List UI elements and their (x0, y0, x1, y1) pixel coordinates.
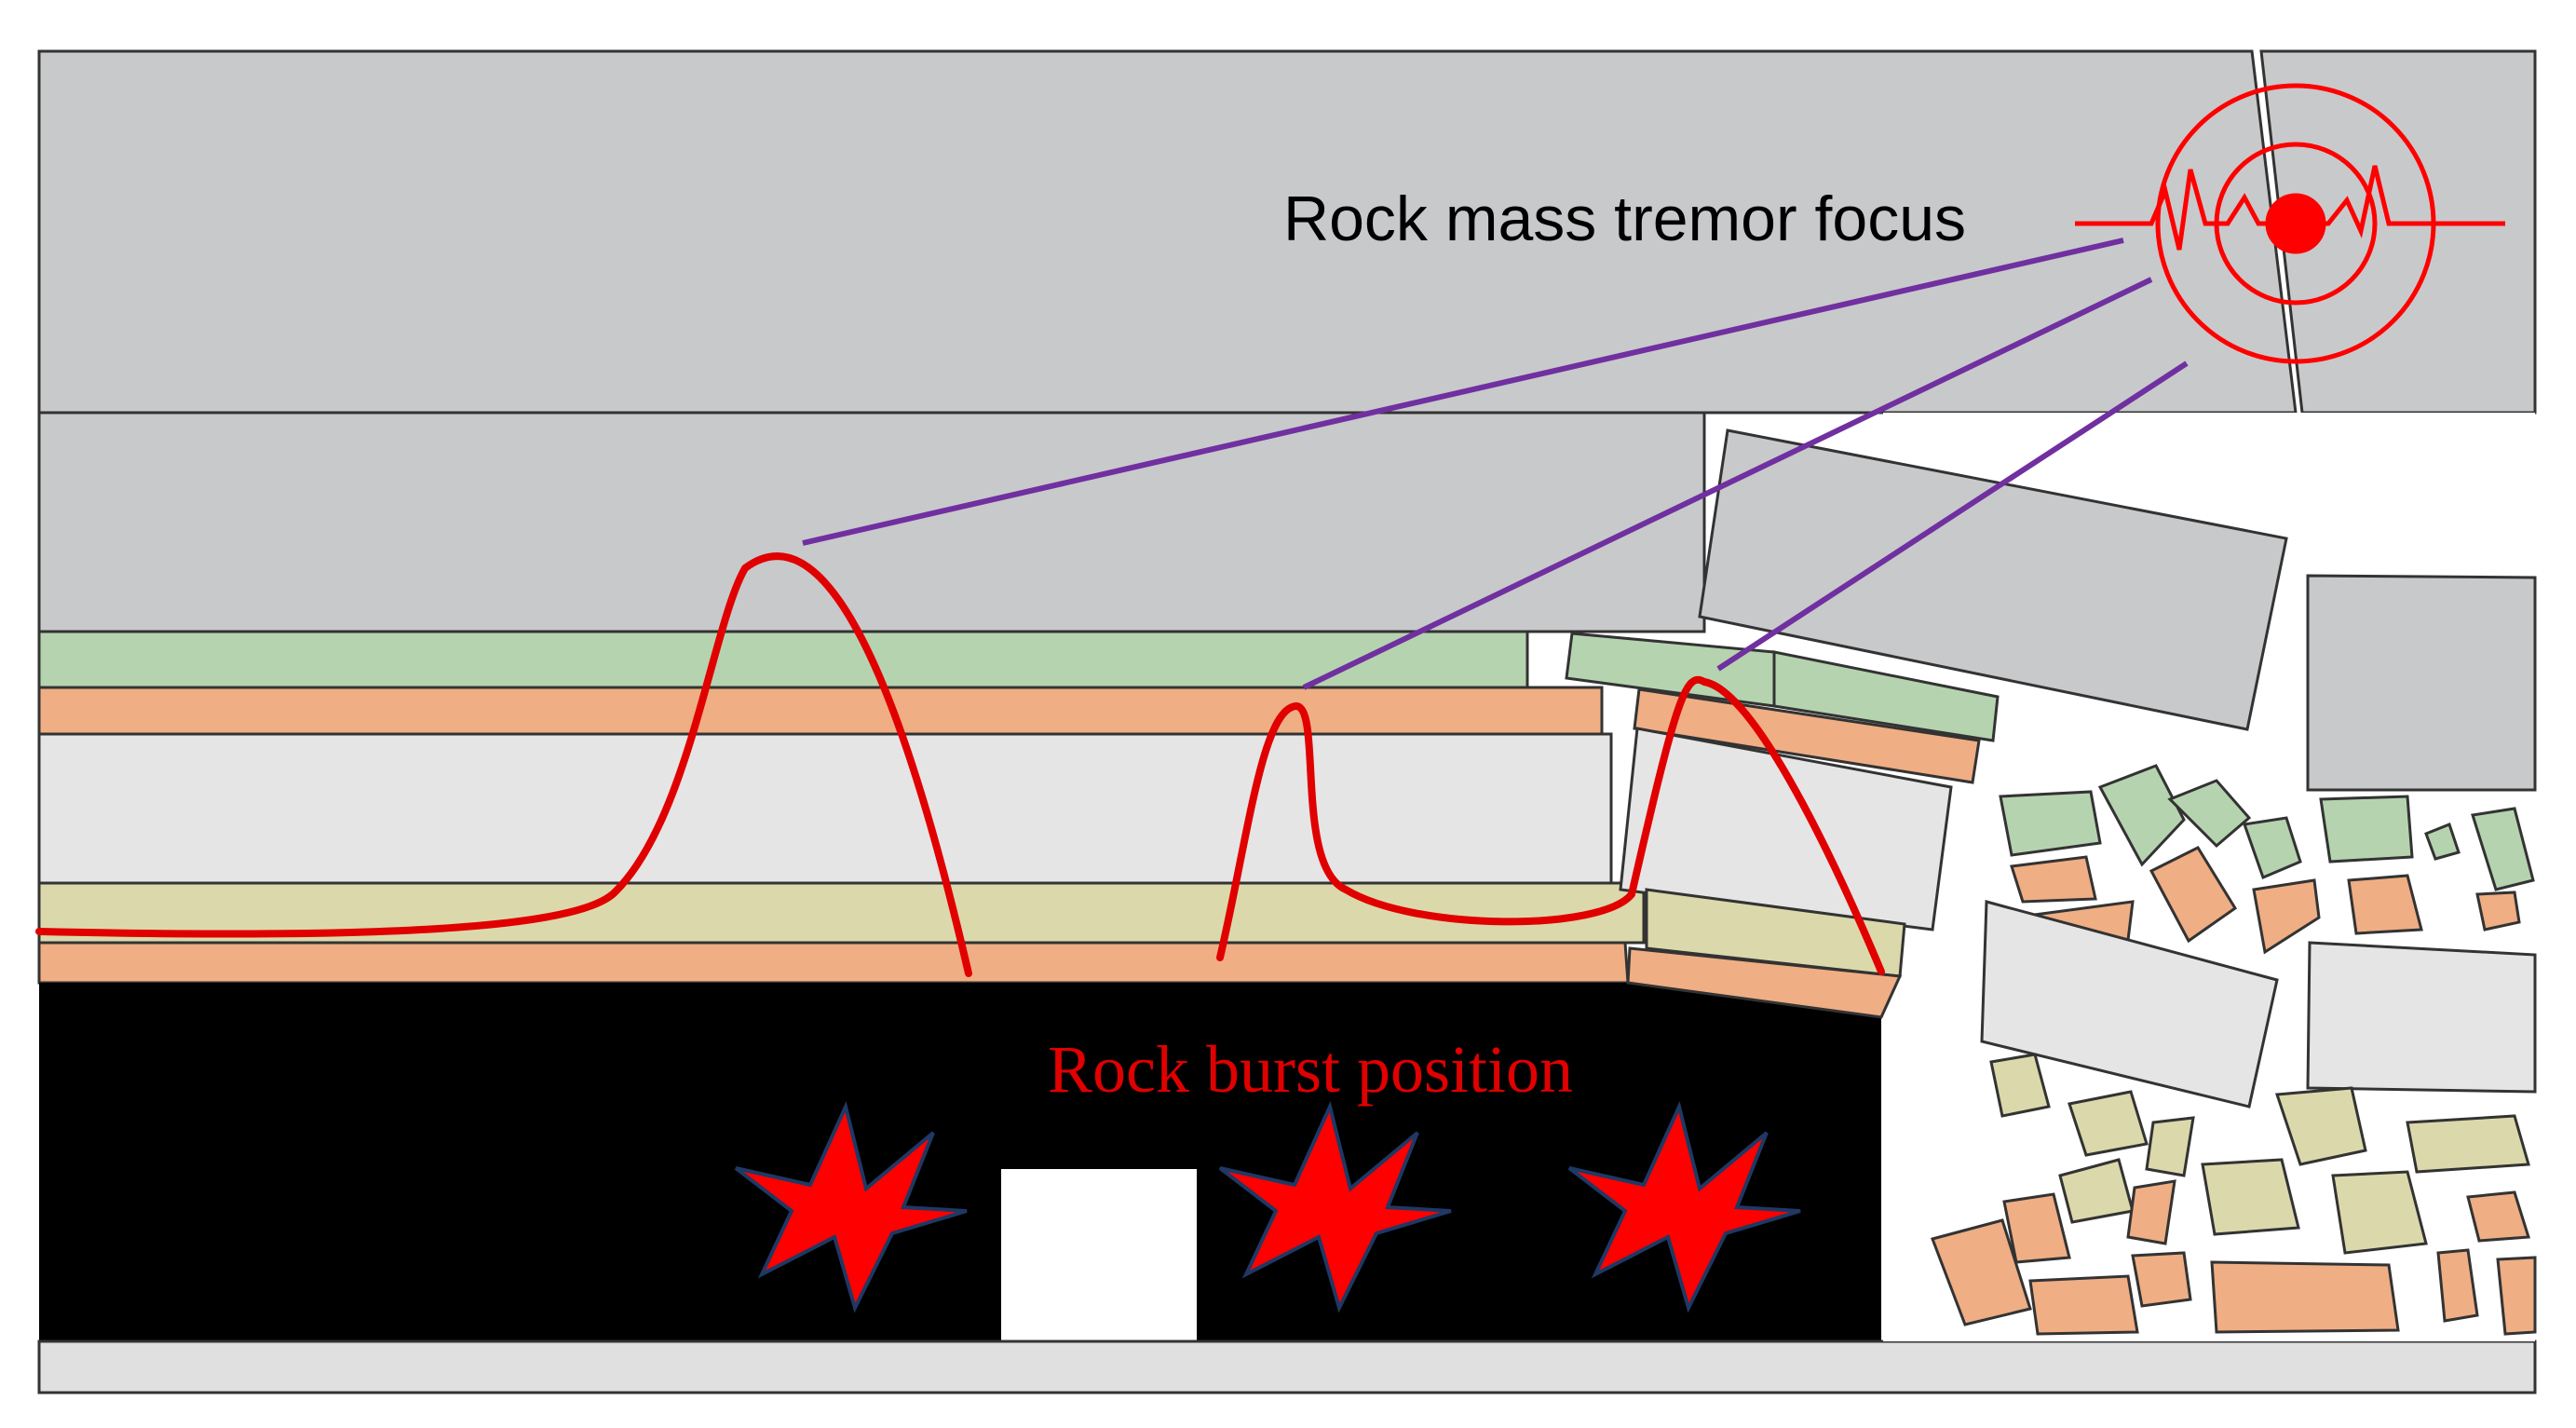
rubble-piece (2002, 1192, 2071, 1264)
rock-burst-label: Rock burst position (1048, 1032, 1573, 1107)
rubble-piece (2201, 1158, 2300, 1236)
explosion-icon (1218, 1100, 1452, 1313)
arrow-to-first-peak (802, 238, 2124, 546)
rubble-piece (2097, 764, 2186, 867)
explosion-shape (734, 1100, 968, 1313)
rubble-piece (2424, 823, 2461, 861)
rubble-piece (2145, 1116, 2195, 1177)
seismic-focus-icon (2075, 83, 2505, 364)
rotating-roof-block (1698, 428, 2288, 731)
floor-stratum (37, 1340, 2537, 1394)
rubble-piece (2131, 1251, 2192, 1308)
broken-orange (1633, 687, 1981, 784)
goaf-rubble (1931, 764, 2537, 1336)
rubble-piece (2406, 1114, 2530, 1174)
orange-lower-layer (37, 941, 1630, 985)
rubble-piece (2471, 807, 2535, 891)
explosion-shape (1218, 1100, 1452, 1313)
explosion-icon (734, 1100, 968, 1313)
rubble-piece (2274, 1086, 2367, 1166)
rubble-piece (1999, 790, 2102, 857)
main-roof (37, 411, 1706, 633)
arrow-to-second-peak (1302, 277, 2153, 690)
rubble-piece (2126, 1179, 2176, 1245)
explosion-icon (1567, 1100, 1801, 1313)
rubble-piece (2306, 941, 2537, 1094)
rubble-piece (2496, 1256, 2537, 1336)
broken-green-2 (1772, 650, 2000, 742)
abutment-stress-curve (1216, 675, 1885, 975)
abutment-stress-curve (35, 552, 972, 977)
rubble-piece (2331, 1170, 2428, 1255)
rubble-piece (2068, 1090, 2149, 1157)
rubble-piece (2466, 1190, 2530, 1243)
rubble-piece (1980, 900, 2279, 1108)
roadway (1001, 1169, 1197, 1341)
rubble-piece (2475, 891, 2521, 932)
rock-burst-markers (734, 1100, 1801, 1313)
arrow-to-third-peak (1716, 360, 2189, 672)
rubble-piece (2167, 779, 2252, 849)
rubble-piece (2242, 816, 2302, 880)
rubble-piece (1931, 1218, 2032, 1326)
rubble-piece (2149, 846, 2238, 944)
green-layer (37, 630, 1529, 689)
rubble-piece (1989, 1053, 2051, 1118)
explosion-shape (1567, 1100, 1801, 1313)
goaf-block-right (2306, 574, 2537, 792)
seismic-wave-arrows (802, 238, 2189, 690)
orange-layer (37, 686, 1604, 736)
seismic-waveform (2075, 165, 2505, 251)
rubble-piece (2319, 795, 2414, 864)
rubble-piece (2347, 874, 2423, 935)
broken-orange-lower (1626, 946, 1903, 1019)
rubble-piece (2210, 1260, 2400, 1334)
broken-light-block (1619, 727, 1953, 932)
rubble-piece (2010, 855, 2097, 904)
light-rock-layer (37, 732, 1613, 885)
coal-seam (39, 983, 1881, 1341)
rubble-piece (2028, 1274, 2139, 1336)
rubble-piece (2436, 1248, 2479, 1323)
rubble-piece (2252, 878, 2321, 955)
tremor-focus-label: Rock mass tremor focus (1283, 184, 1966, 254)
